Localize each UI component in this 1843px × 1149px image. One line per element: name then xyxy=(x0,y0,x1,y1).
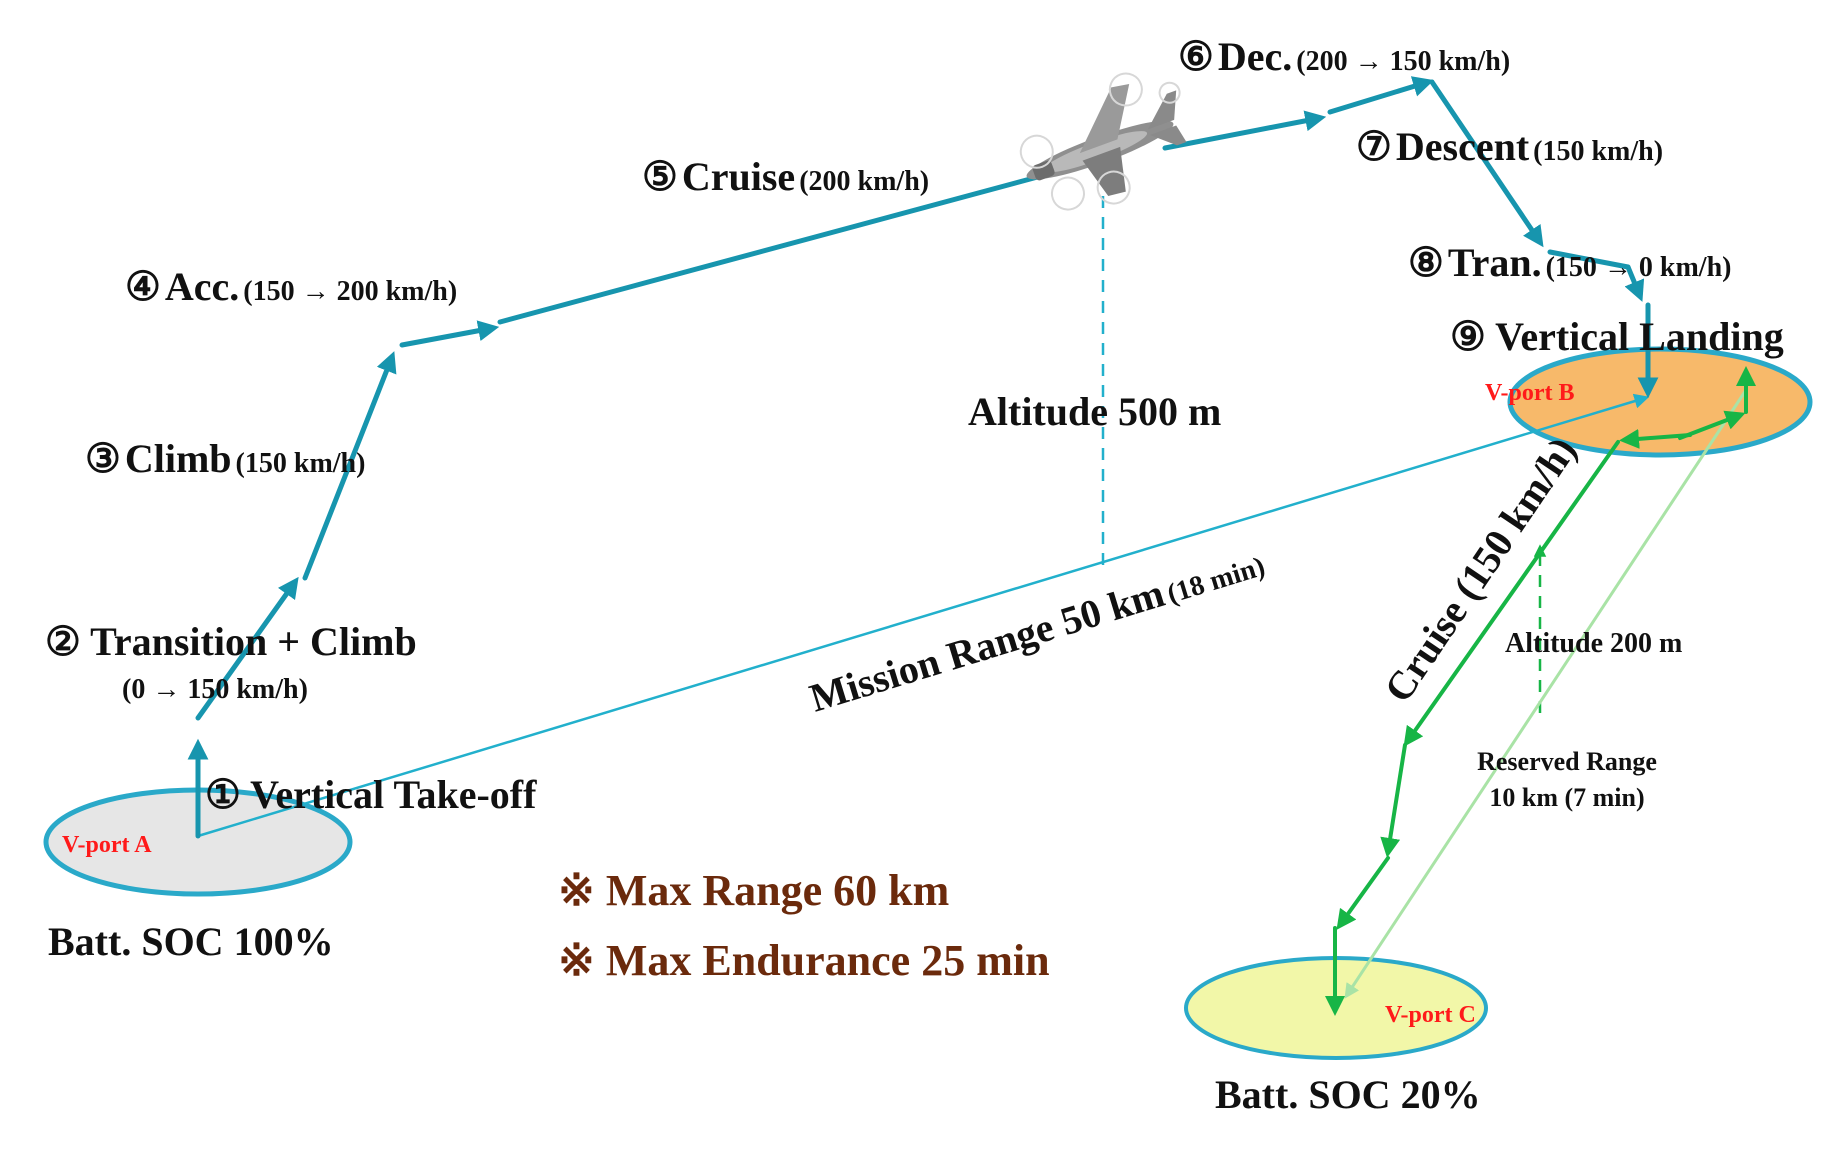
reserve-direct-line xyxy=(1344,389,1748,999)
vport-a-label: V-port A xyxy=(62,832,152,858)
altitude-500-label: Altitude 500 m xyxy=(968,389,1221,434)
stage-3-label: ③ Climb (150 km/h) xyxy=(85,436,365,481)
vport-c-label: V-port C xyxy=(1385,1002,1476,1028)
stage-7-label: ⑦ Descent (150 km/h) xyxy=(1356,124,1663,169)
mission-range-line xyxy=(197,393,1650,838)
mission-flight-path xyxy=(187,76,1659,839)
max-endurance-label: ※ Max Endurance 25 min xyxy=(558,936,1050,985)
reserve-flight-path xyxy=(1325,366,1756,1016)
stage-1-label: ① Vertical Take-off xyxy=(205,772,537,817)
stage-4-label: ④ Acc. (150 → 200 km/h) xyxy=(125,264,457,309)
reserved-range-value: 10 km (7 min) xyxy=(1489,783,1644,812)
aircraft-icon xyxy=(1019,72,1187,211)
stage-5-label: ⑤ Cruise (200 km/h) xyxy=(642,154,929,199)
stage-9-label: ⑨ Vertical Landing xyxy=(1450,314,1784,359)
reserved-range-label: Reserved Range xyxy=(1477,747,1657,776)
stage-8-label: ⑧ Tran. (150 → 0 km/h) xyxy=(1408,240,1731,285)
altitude-200-label: Altitude 200 m xyxy=(1505,628,1682,659)
soc-end-label: Batt. SOC 20% xyxy=(1215,1072,1481,1117)
vport-b-label: V-port B xyxy=(1485,380,1575,406)
soc-start-label: Batt. SOC 100% xyxy=(48,919,334,964)
stage-2-label: ② Transition + Climb xyxy=(45,619,417,664)
max-range-label: ※ Max Range 60 km xyxy=(558,866,949,915)
stage-2-speed: (0 → 150 km/h) xyxy=(122,674,308,705)
stage-6-label: ⑥ Dec. (200 → 150 km/h) xyxy=(1178,34,1510,79)
